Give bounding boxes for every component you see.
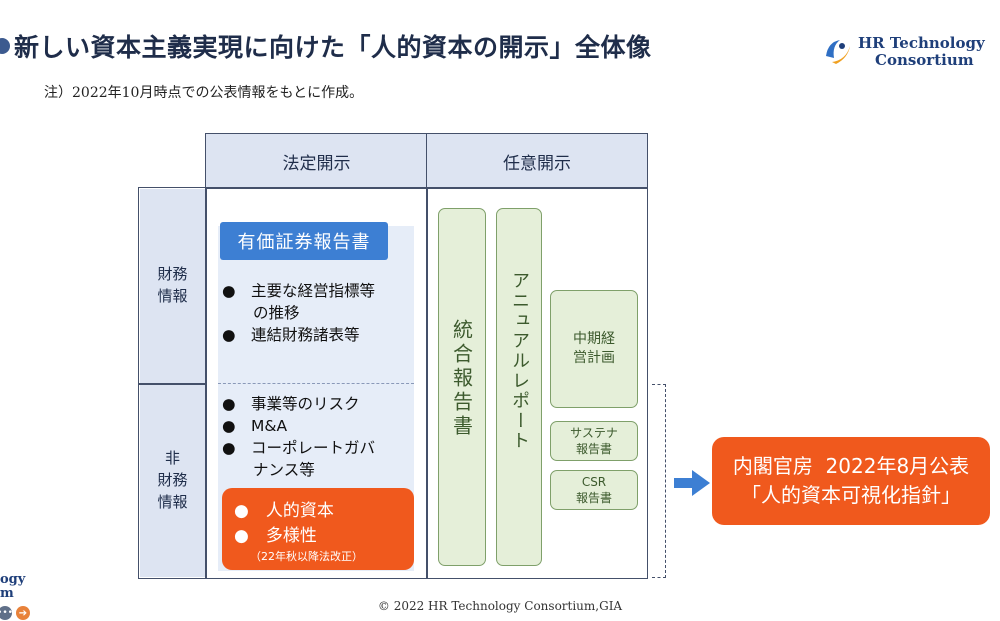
- highlight-item-diversity: ● 多様性: [234, 526, 317, 546]
- table-body-frame: [138, 187, 648, 579]
- right-arrow-icon: [674, 470, 710, 496]
- annual-report-box: アニュアルレポート: [496, 208, 542, 566]
- row-header-financial: 財務 情報: [139, 188, 206, 384]
- dashed-divider: [218, 383, 414, 384]
- cabinet-guideline-callout: 内閣官房 2022年8月公表 「人的資本可視化指針」: [712, 437, 990, 525]
- hr-technology-logo-icon: [826, 40, 850, 64]
- column-header-legal: 法定開示: [205, 133, 428, 189]
- row-header-nonfinancial: 非 財務 情報: [139, 385, 206, 577]
- corner-logo-fragment-1: ogy: [0, 572, 26, 587]
- page-title: 新しい資本主義実現に向けた「人的資本の開示」全体像: [14, 33, 652, 62]
- highlight-item-human-capital: ● 人的資本: [234, 501, 334, 521]
- callout-line2: 「人的資本可視化指針」: [741, 483, 961, 507]
- column-header-voluntary: 任意開示: [426, 133, 648, 189]
- integrated-report-box: 統合報告書: [438, 208, 486, 566]
- logo-text-line1: HR Technology: [858, 34, 985, 52]
- financial-bullet-1: ● 主要な経営指標等: [222, 282, 376, 300]
- copyright-text: © 2022 HR Technology Consortium,GIA: [377, 599, 623, 613]
- callout-line1: 内閣官房 2022年8月公表: [732, 454, 970, 478]
- csr-report-box: CSR 報告書: [550, 470, 638, 510]
- column-divider-2: [426, 188, 428, 578]
- more-options-icon[interactable]: •••: [0, 606, 13, 620]
- row-divider: [139, 383, 207, 385]
- page-note: 注）2022年10月時点での公表情報をもとに作成。: [44, 85, 364, 101]
- midterm-plan-box: 中期経 営計画: [550, 290, 638, 408]
- securities-report-box: 有価証券報告書: [220, 222, 388, 260]
- next-slide-icon[interactable]: ➔: [16, 606, 30, 620]
- highlight-note: （22年秋以降法改正）: [250, 550, 363, 563]
- human-capital-highlight-box: ● 人的資本 ● 多様性 （22年秋以降法改正）: [222, 488, 414, 570]
- nonfinancial-bullet-3: ● コーポレートガバ: [222, 439, 376, 457]
- nonfinancial-bullet-1: ● 事業等のリスク: [222, 395, 360, 413]
- dashed-bracket: [652, 384, 666, 578]
- financial-bullet-2: ● 連結財務諸表等: [222, 326, 360, 344]
- title-bullet-icon: [0, 38, 10, 54]
- nonfinancial-bullet-2: ● M&A: [222, 417, 288, 435]
- sustainability-report-box: サステナ 報告書: [550, 421, 638, 461]
- column-divider-1: [205, 188, 207, 578]
- logo-text-line2: Consortium: [875, 51, 974, 69]
- financial-bullet-1b: の推移: [222, 304, 300, 322]
- nonfinancial-bullet-3b: ナンス等: [222, 461, 315, 479]
- corner-logo-fragment-2: m: [0, 586, 14, 601]
